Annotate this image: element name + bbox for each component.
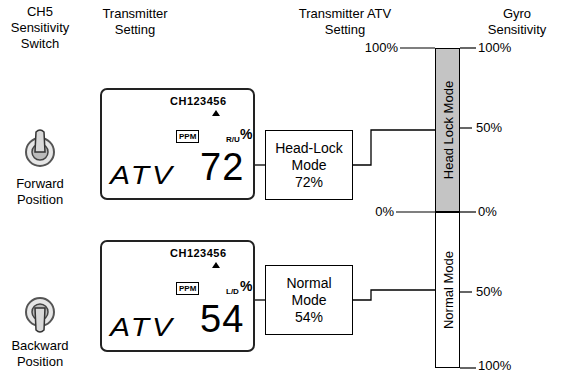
channel-row: CH123456 [170, 248, 227, 259]
scale-value: 0% [352, 204, 394, 220]
ppm-text: PPM [179, 284, 196, 293]
switch-position: Forward Position [4, 176, 76, 208]
function-name: ATV [110, 163, 175, 189]
percent-sign: % [240, 127, 252, 141]
channel-row: CH123456 [170, 96, 227, 107]
mode-text: 72% [295, 174, 323, 191]
atv-value: 54 [200, 300, 244, 338]
ppm-text: PPM [179, 132, 196, 141]
connector-line [353, 130, 435, 165]
toggle-switch-forward [26, 130, 54, 166]
scale-value: 100% [478, 358, 538, 374]
percent-sign: % [240, 279, 252, 293]
scale-value: 100% [478, 40, 538, 56]
mode-box: Head-Lock Mode72% [265, 130, 353, 200]
tick [460, 291, 472, 292]
column-header: Gyro Sensitivity [476, 6, 558, 38]
tick [400, 47, 435, 48]
scale-ticks [396, 48, 476, 368]
switch-lever [35, 130, 45, 152]
lcd-display: CH123456L/D% ATV 54 PPM [100, 240, 255, 352]
mode-text: Normal Mode [270, 275, 348, 309]
reverse-indicator: L/D [226, 288, 239, 296]
tick [460, 367, 476, 368]
function-name: ATV [110, 315, 175, 341]
connector-line [353, 290, 435, 300]
connector-line [255, 164, 265, 165]
lcd-display: CH123456R/U% ATV 72 PPM [100, 88, 255, 200]
mode-text: Head-Lock Mode [270, 140, 348, 174]
sensitivity-band: Normal Mode [435, 212, 460, 368]
band-text: Normal Mode [440, 251, 455, 329]
tick [460, 47, 476, 48]
switch-position: Backward Position [2, 338, 78, 370]
reverse-indicator: R/U [226, 136, 240, 144]
connector-line [255, 299, 265, 300]
column-header: Transmitter ATV Setting [296, 6, 394, 38]
ppm-indicator: PPM [176, 130, 199, 143]
mode-box: Normal Mode54% [265, 265, 353, 335]
scale-value: 50% [476, 284, 536, 300]
ppm-indicator: PPM [176, 282, 199, 295]
toggle-switch-backward [26, 298, 54, 332]
sensitivity-band: Head Lock Mode [435, 48, 460, 212]
mode-text: 54% [295, 309, 323, 326]
tick [396, 211, 435, 212]
band-text: Head Lock Mode [440, 81, 455, 179]
column-header: CH5 Sensitivity Switch [4, 4, 76, 52]
scale-value: 0% [478, 204, 538, 220]
column-header: Transmitter Setting [92, 6, 178, 38]
tick [460, 211, 476, 212]
scale-value: 100% [352, 40, 398, 56]
scale-value: 50% [476, 120, 536, 136]
switch-lever [35, 308, 45, 332]
atv-value: 72 [200, 148, 244, 186]
tick [460, 127, 472, 128]
